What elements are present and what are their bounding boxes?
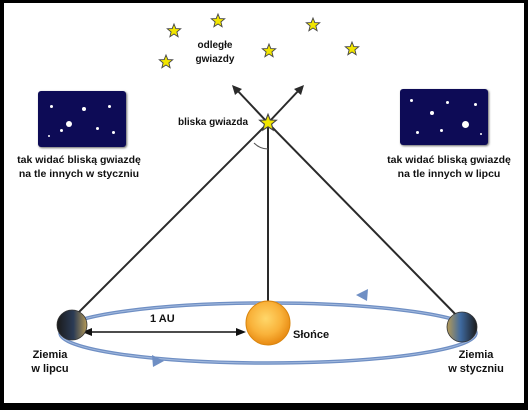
earth-july-line2: w lipcu xyxy=(31,363,69,375)
earth-july-label: Ziemia w lipcu xyxy=(20,348,80,376)
extension-line-right xyxy=(267,88,301,124)
earth-july xyxy=(56,309,88,341)
view-right-line1: tak widać bliską gwiazdę xyxy=(387,154,511,166)
distant-stars-line1: odległe xyxy=(197,40,233,51)
earth-january-line1: Ziemia xyxy=(458,349,494,361)
distant-stars-label: odległe gwiazdy xyxy=(180,39,250,67)
parallax-angle-arc xyxy=(253,142,269,150)
view-left-caption: tak widać bliską gwiazdę na tle innych w… xyxy=(4,153,154,181)
sun xyxy=(245,300,291,346)
sky-view-july xyxy=(400,89,488,145)
orbit-arrow-top xyxy=(356,289,368,301)
earth-january xyxy=(446,311,478,343)
earth-july-line1: Ziemia xyxy=(32,349,68,361)
diagram-graphics xyxy=(56,13,478,367)
earth-january-line2: w styczniu xyxy=(448,363,504,375)
earth-january-label: Ziemia w styczniu xyxy=(436,348,516,376)
near-star-label: bliska gwiazda xyxy=(178,117,249,128)
extension-line-left xyxy=(235,88,269,124)
view-right-line2: na tle innych w lipcu xyxy=(397,168,501,180)
view-left-line2: na tle innych w styczniu xyxy=(18,168,140,180)
view-right-caption: tak widać bliską gwiazdę na tle innych w… xyxy=(374,153,524,181)
distance-label: 1 AU xyxy=(150,313,175,325)
sight-line-right xyxy=(267,122,463,322)
sight-line-left xyxy=(71,122,269,320)
distant-stars-line2: gwiazdy xyxy=(195,54,235,65)
view-left-line1: tak widać bliską gwiazdę xyxy=(17,154,141,166)
sky-view-january xyxy=(38,91,126,147)
sun-label: Słońce xyxy=(293,329,330,341)
parallax-diagram: odległe gwiazdy bliska gwiazda tak widać… xyxy=(4,3,524,403)
orbit-arrow-bottom xyxy=(152,355,164,367)
